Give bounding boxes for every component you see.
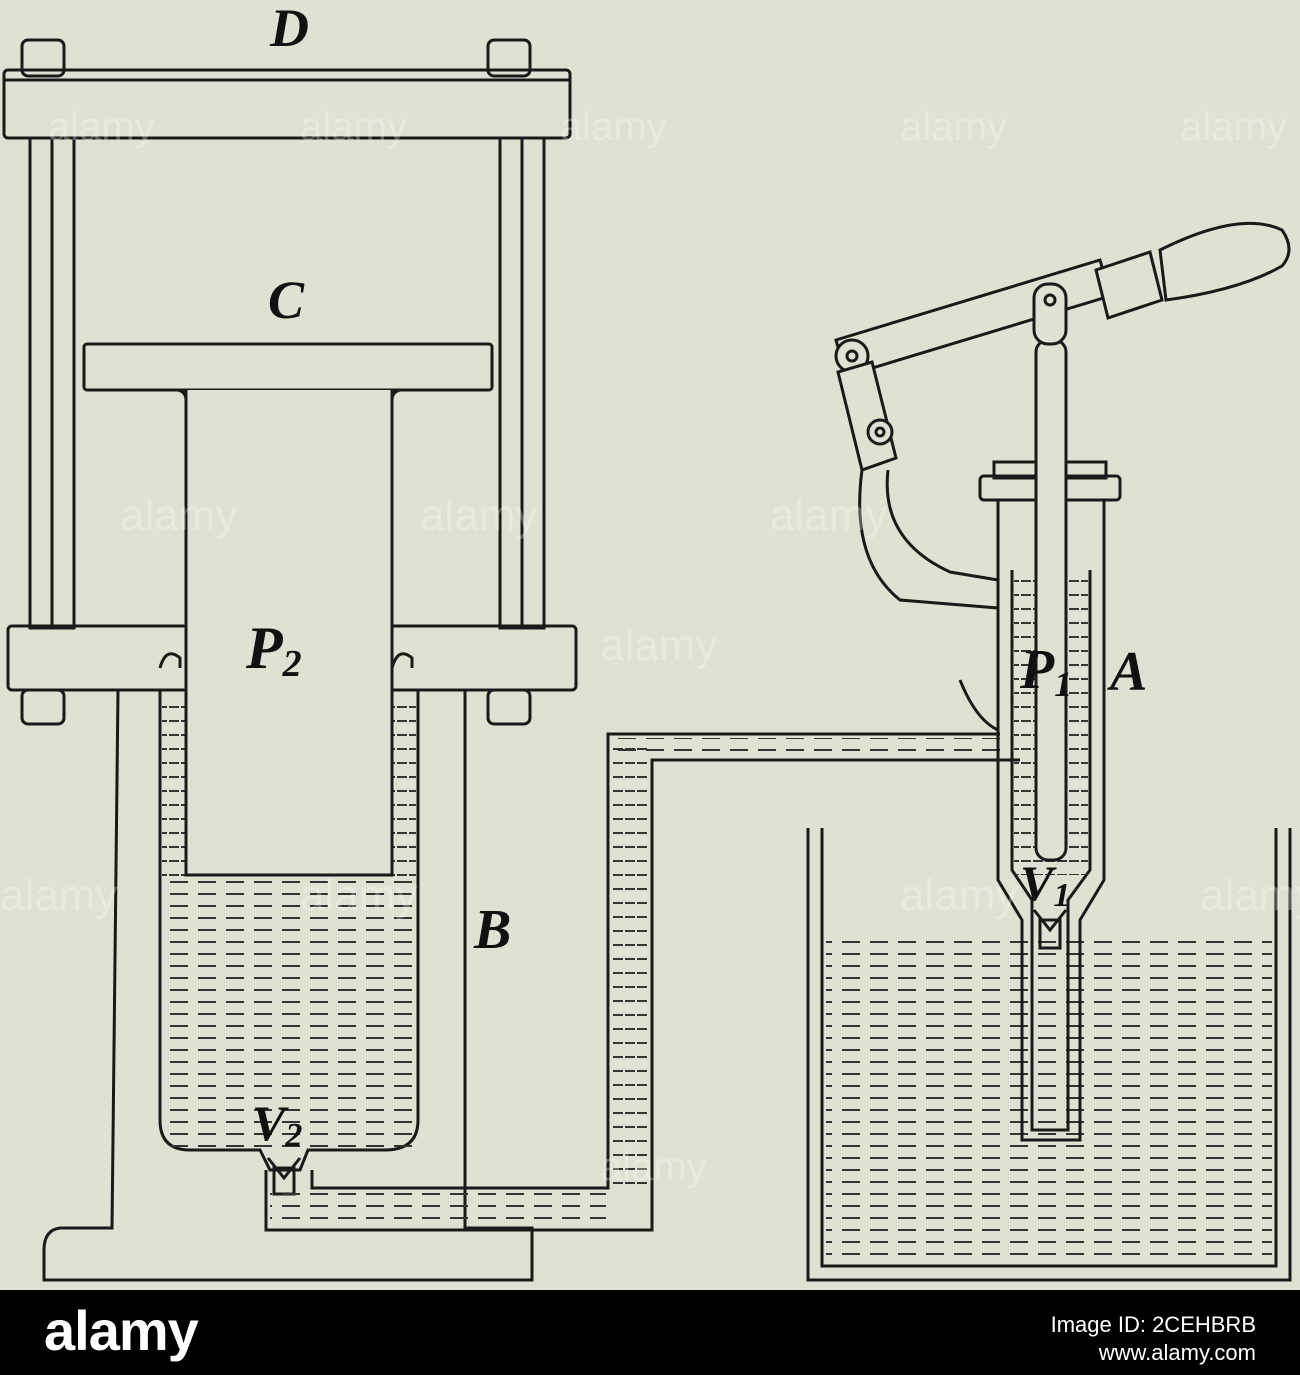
- svg-text:alamy: alamy: [900, 105, 1007, 149]
- svg-text:alamy: alamy: [300, 105, 407, 149]
- svg-text:alamy: alamy: [420, 491, 537, 540]
- label-d: D: [269, 0, 309, 58]
- svg-text:alamy: alamy: [300, 871, 417, 920]
- pipe-fluid-top: [612, 738, 1002, 758]
- platen: [84, 344, 492, 390]
- svg-text:alamy: alamy: [48, 105, 155, 149]
- reservoir-fluid: [826, 940, 1272, 1262]
- svg-text:alamy: alamy: [600, 1145, 707, 1189]
- footer-bar: alamy Image ID: 2CEHBRB www.alamy.com: [0, 1290, 1300, 1375]
- label-c: C: [268, 270, 305, 330]
- site-url: www.alamy.com: [1099, 1340, 1256, 1366]
- label-b: B: [473, 899, 511, 961]
- valve-v2: [268, 1158, 300, 1194]
- svg-text:alamy: alamy: [1180, 105, 1287, 149]
- svg-text:alamy: alamy: [120, 491, 237, 540]
- pump-lever: [836, 260, 1110, 470]
- large-piston: [160, 390, 412, 875]
- pipe-fluid-vertical: [612, 740, 648, 1190]
- alamy-logo: alamy: [44, 1298, 198, 1363]
- svg-text:alamy: alamy: [1200, 871, 1300, 920]
- bottom-right-nut: [488, 690, 530, 724]
- svg-text:alamy: alamy: [0, 871, 117, 920]
- label-a: A: [1107, 641, 1147, 703]
- svg-text:alamy: alamy: [770, 491, 887, 540]
- svg-text:alamy: alamy: [900, 871, 1017, 920]
- hydraulic-press-diagram: D C P2 P1 A B V1 V2 alamy alamy alamy al…: [0, 0, 1300, 1290]
- bottom-left-nut: [22, 690, 64, 724]
- pipe-fluid-horizontal: [270, 1192, 606, 1226]
- svg-text:alamy: alamy: [560, 105, 667, 149]
- small-piston: [1036, 340, 1066, 860]
- lever-handle: [1096, 223, 1289, 318]
- large-cylinder-fluid: [162, 880, 416, 1148]
- svg-text:alamy: alamy: [600, 621, 717, 670]
- image-id: Image ID: 2CEHBRB: [1051, 1312, 1256, 1338]
